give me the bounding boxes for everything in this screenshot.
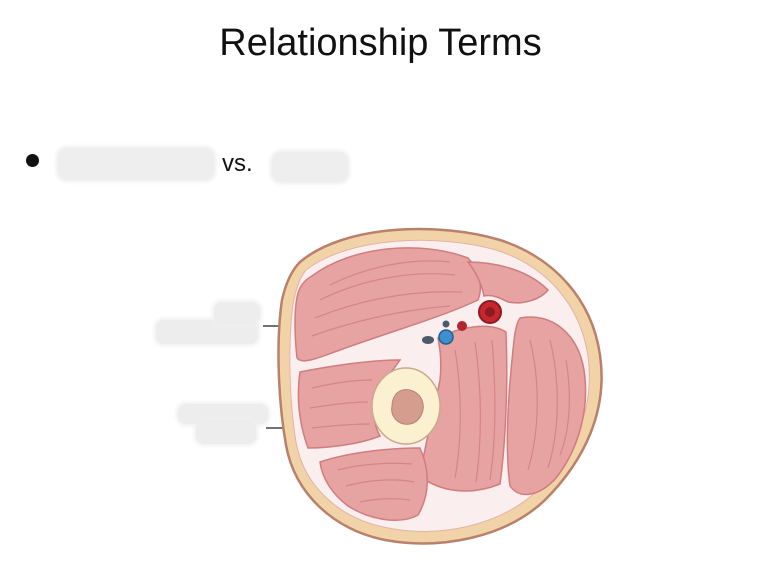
- label-blank-1: [156, 320, 258, 344]
- label-blank-2: [178, 404, 268, 424]
- vein-icon: [438, 329, 454, 345]
- small-artery-icon: [457, 321, 467, 331]
- sartorius-region-muscle: [466, 261, 550, 304]
- nerve-icon: [442, 320, 450, 328]
- adductor-muscle: [506, 316, 587, 496]
- bullet-row: vs.: [26, 146, 426, 186]
- posterior-central-muscle: [419, 325, 508, 492]
- hamstring-muscle: [319, 447, 428, 521]
- label-blank-2-bottom: [196, 420, 256, 444]
- anterior-muscle-group: [294, 247, 482, 362]
- vs-separator: vs.: [222, 150, 253, 177]
- bullet-dot: [26, 154, 39, 167]
- muscle-striations: [309, 260, 570, 503]
- label-blank-1-top: [214, 302, 260, 324]
- blank-term-1: [58, 148, 214, 180]
- slide-title: Relationship Terms: [219, 22, 542, 64]
- bone-marrow: [391, 389, 424, 425]
- artery-lumen: [485, 307, 495, 317]
- blank-term-2: [272, 152, 348, 182]
- nerve-bundle-icon: [422, 336, 434, 344]
